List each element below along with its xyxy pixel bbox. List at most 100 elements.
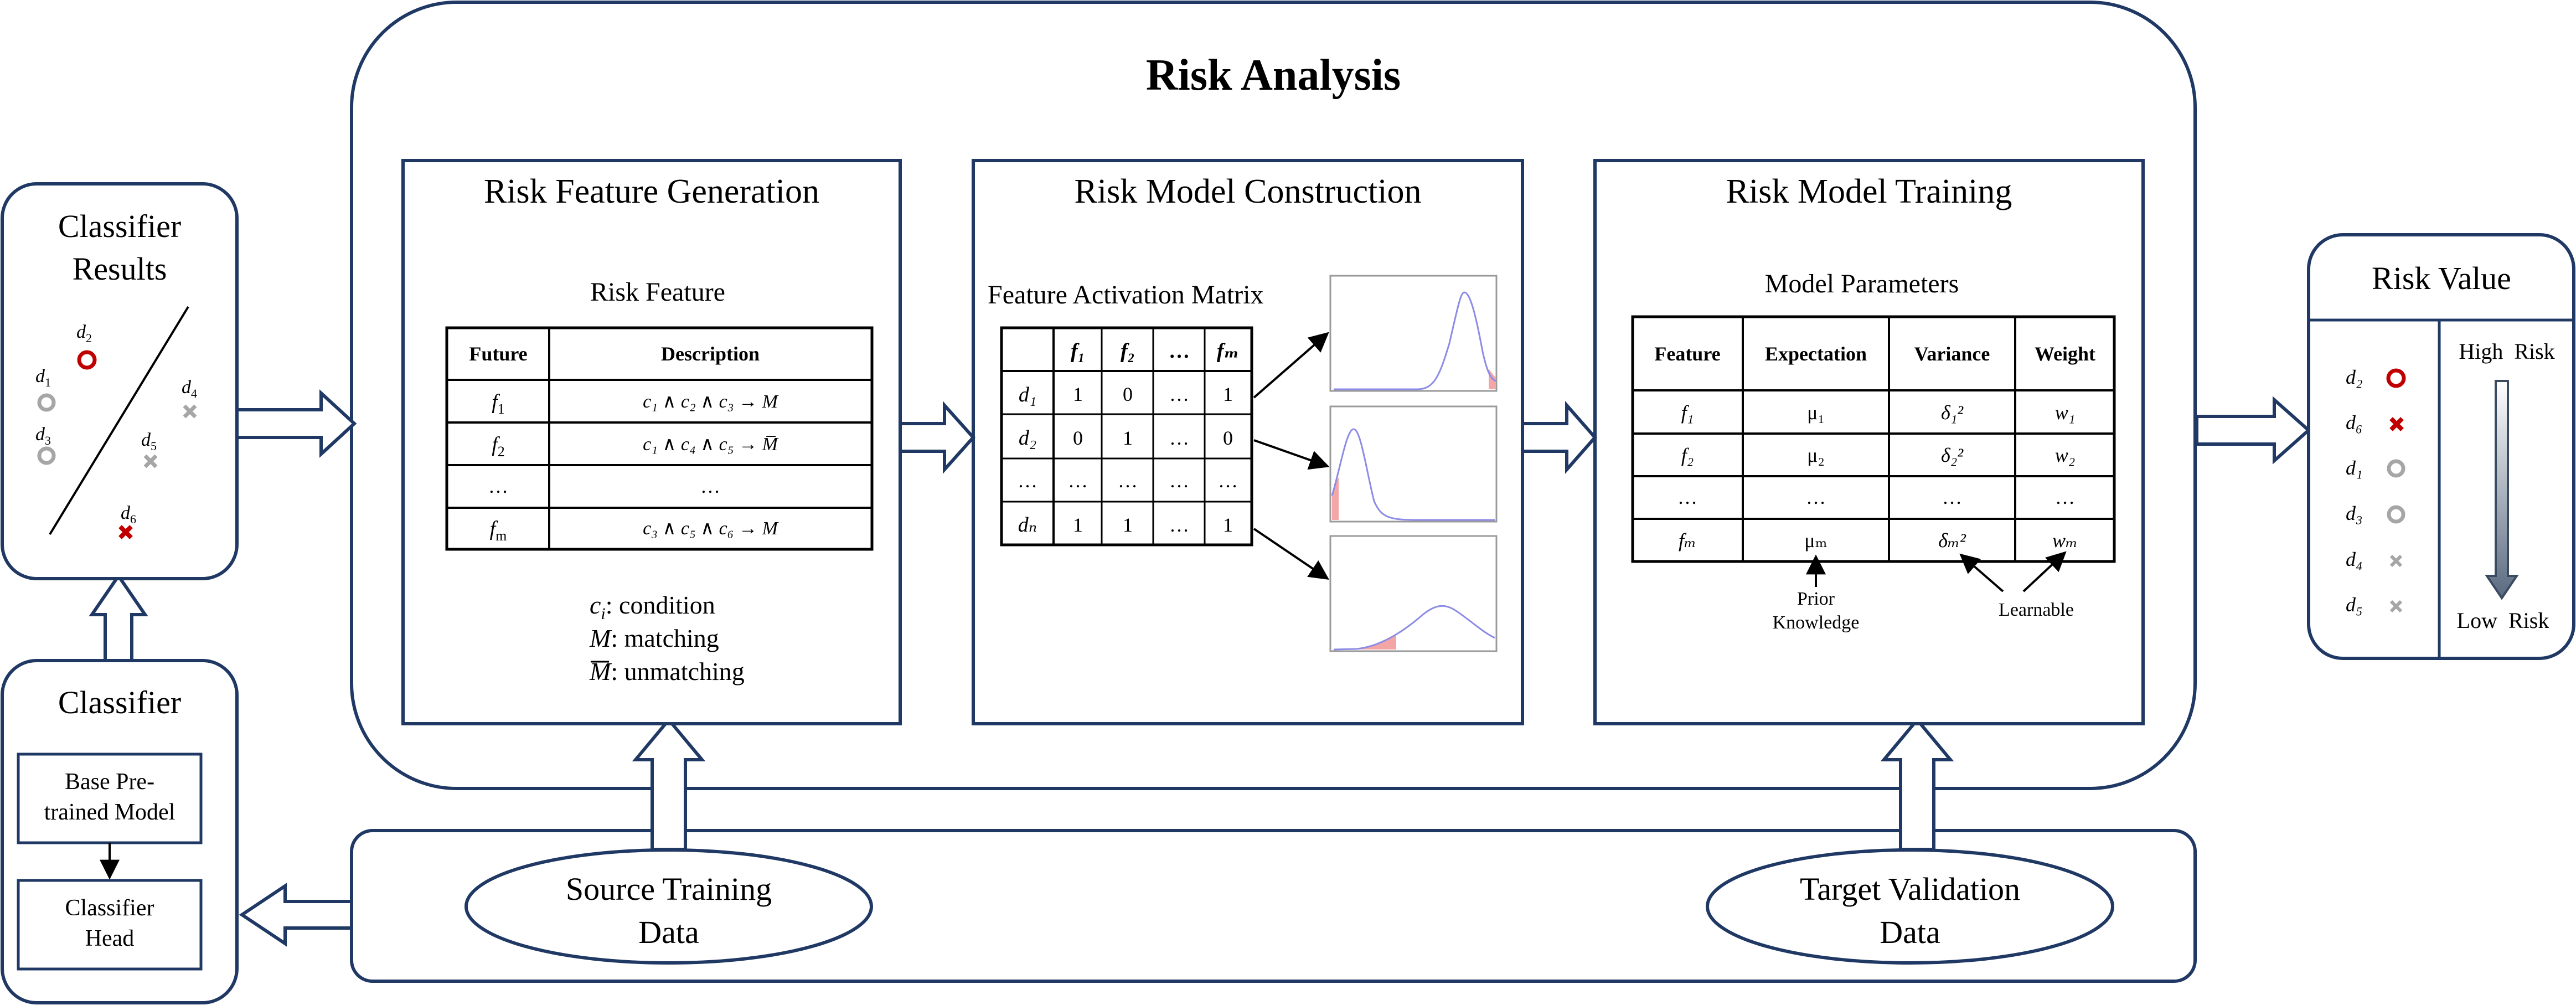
mp-cell: δₘ² — [1938, 529, 1966, 552]
learnable-arrow-variance — [1959, 553, 2004, 592]
am-col-4: fₘ — [1217, 339, 1239, 363]
cross-gray-marker — [2389, 554, 2403, 568]
am-row-3: … — [1018, 470, 1037, 492]
model-parameters-table: Feature Expectation Variance Weight f₁ μ… — [1631, 315, 2116, 563]
am-row-4: dₙ — [1018, 513, 1037, 537]
activation-matrix-table: f₁ f₂ … fₘ d₁ d₂ … dₙ 1 0 … 1 0 1 … 0 … … — [1000, 326, 1253, 547]
mp-header-expectation: Expectation — [1765, 343, 1867, 365]
risk-analysis-title: Risk Analysis — [1146, 51, 1401, 100]
rf-row4-feature: fm — [490, 517, 507, 544]
risk-item-label: d₂ — [2346, 366, 2363, 388]
cross-red-marker — [118, 525, 133, 539]
feature-generation-title: Risk Feature Generation — [484, 173, 819, 210]
model-parameters-subtitle: Model Parameters — [1765, 269, 1959, 298]
result-point-d5: d5 — [141, 430, 158, 468]
high-risk-label: High Risk — [2459, 339, 2554, 364]
activation-matrix-subtitle: Feature Activation Matrix — [988, 280, 1264, 310]
cross-gray-marker — [183, 404, 197, 419]
result-point-d1: d1 — [35, 366, 56, 412]
arrow-data-to-classifier — [239, 883, 353, 947]
cross-red-marker — [2389, 417, 2404, 431]
mp-cell: μ₂ — [1807, 444, 1825, 466]
mp-header-weight: Weight — [2035, 343, 2095, 365]
am-col-1: f₁ — [1071, 339, 1085, 363]
risk-item-label: d₄ — [2346, 548, 2363, 570]
d1-label: d1 — [35, 366, 51, 389]
rf-row3-desc: … — [700, 475, 720, 497]
d3-label: d3 — [35, 424, 51, 447]
circle-red-marker — [77, 350, 97, 370]
up-arrow-target — [1880, 717, 1954, 851]
am-cell: 0 — [1223, 427, 1233, 449]
mp-cell: δ₁² — [1941, 401, 1964, 424]
cross-gray-marker — [143, 454, 158, 468]
risk-item-4: d₃ — [2346, 502, 2405, 524]
model-construction-title: Risk Model Construction — [1075, 173, 1422, 210]
mp-header-variance: Variance — [1914, 343, 1990, 365]
mp-cell: δ₂² — [1941, 444, 1964, 466]
legend-condition: ci: condition — [590, 591, 715, 623]
model-training-panel — [1593, 159, 2145, 725]
risk-item-label: d₅ — [2346, 594, 2363, 616]
result-point-d4: d4 — [182, 377, 197, 419]
am-row-1: d₁ — [1019, 383, 1036, 406]
result-point-d2: d2 — [76, 322, 97, 370]
model-training-title: Risk Model Training — [1726, 173, 2012, 210]
prior-knowledge-label-1: Prior — [1797, 589, 1835, 609]
mp-cell: f₁ — [1681, 401, 1694, 424]
risk-item-1: d₂ — [2346, 366, 2406, 388]
classifier-title: Classifier — [58, 684, 181, 720]
am-col-2: f₂ — [1121, 339, 1135, 363]
base-model-box — [17, 753, 203, 844]
am-cell: … — [1118, 470, 1138, 492]
source-training-label-2: Data — [638, 914, 699, 950]
risk-item-label: d₆ — [2346, 411, 2363, 434]
classifier-head-box — [17, 879, 203, 971]
target-validation-label-2: Data — [1880, 914, 1940, 950]
rf-row4-desc: c₃ ∧ c₅ ∧ c₆ → M — [643, 518, 779, 539]
classifier-head-label-1: Classifier — [65, 895, 154, 921]
distribution-plot-2 — [1329, 405, 1498, 523]
rf-row2-desc: c₁ ∧ c₄ ∧ c₅ → M̅ — [643, 434, 779, 455]
risk-feature-subtitle: Risk Feature — [590, 277, 725, 307]
d5-label: d5 — [141, 430, 157, 453]
mp-cell: μ₁ — [1807, 401, 1825, 424]
am-row-2: d₂ — [1019, 426, 1036, 450]
mp-cell: w₂ — [2055, 444, 2076, 466]
mp-cell: w₁ — [2055, 401, 2076, 424]
result-point-d6: d6 — [118, 503, 136, 539]
risk-analysis-container — [350, 1, 2197, 790]
am-cell: 1 — [1073, 383, 1083, 405]
am-cell: … — [1068, 470, 1088, 492]
result-point-d3: d3 — [35, 424, 56, 465]
learnable-label: Learnable — [1999, 600, 2074, 620]
circle-gray-marker — [2387, 459, 2405, 478]
distribution-plot-1 — [1329, 275, 1498, 392]
rf-row1-desc: c₁ ∧ c₂ ∧ c₃ → M — [643, 391, 779, 412]
risk-item-5: d₄ — [2346, 548, 2403, 570]
am-cell: 1 — [1223, 383, 1233, 405]
am-cell: … — [1169, 470, 1189, 492]
mp-cell: … — [1677, 486, 1697, 508]
distribution-plot-3 — [1329, 535, 1498, 652]
d4-label: d4 — [182, 377, 197, 400]
classifier-results-panel — [1, 182, 239, 580]
classifier-head-label-2: Head — [85, 926, 135, 951]
mp-cell: wₘ — [2052, 529, 2078, 552]
am-cell: 1 — [1223, 514, 1233, 536]
am-col-3: … — [1169, 339, 1190, 363]
decision-boundary — [49, 306, 189, 535]
rf-row3-feature: … — [488, 475, 508, 497]
classifier-results-title-2: Results — [73, 251, 167, 287]
base-model-label-1: Base Pre- — [65, 769, 154, 795]
mp-cell: … — [1806, 486, 1826, 508]
classifier-results-title-1: Classifier — [58, 208, 181, 244]
rf-header-description: Description — [661, 343, 760, 365]
d2-label: d2 — [76, 322, 92, 345]
legend-unmatching: M: unmatching — [589, 657, 745, 686]
am-cell: 1 — [1073, 514, 1083, 536]
risk-item-label: d₃ — [2346, 502, 2363, 524]
arrow-to-plot-2 — [1253, 439, 1330, 470]
am-cell: … — [1218, 470, 1238, 492]
